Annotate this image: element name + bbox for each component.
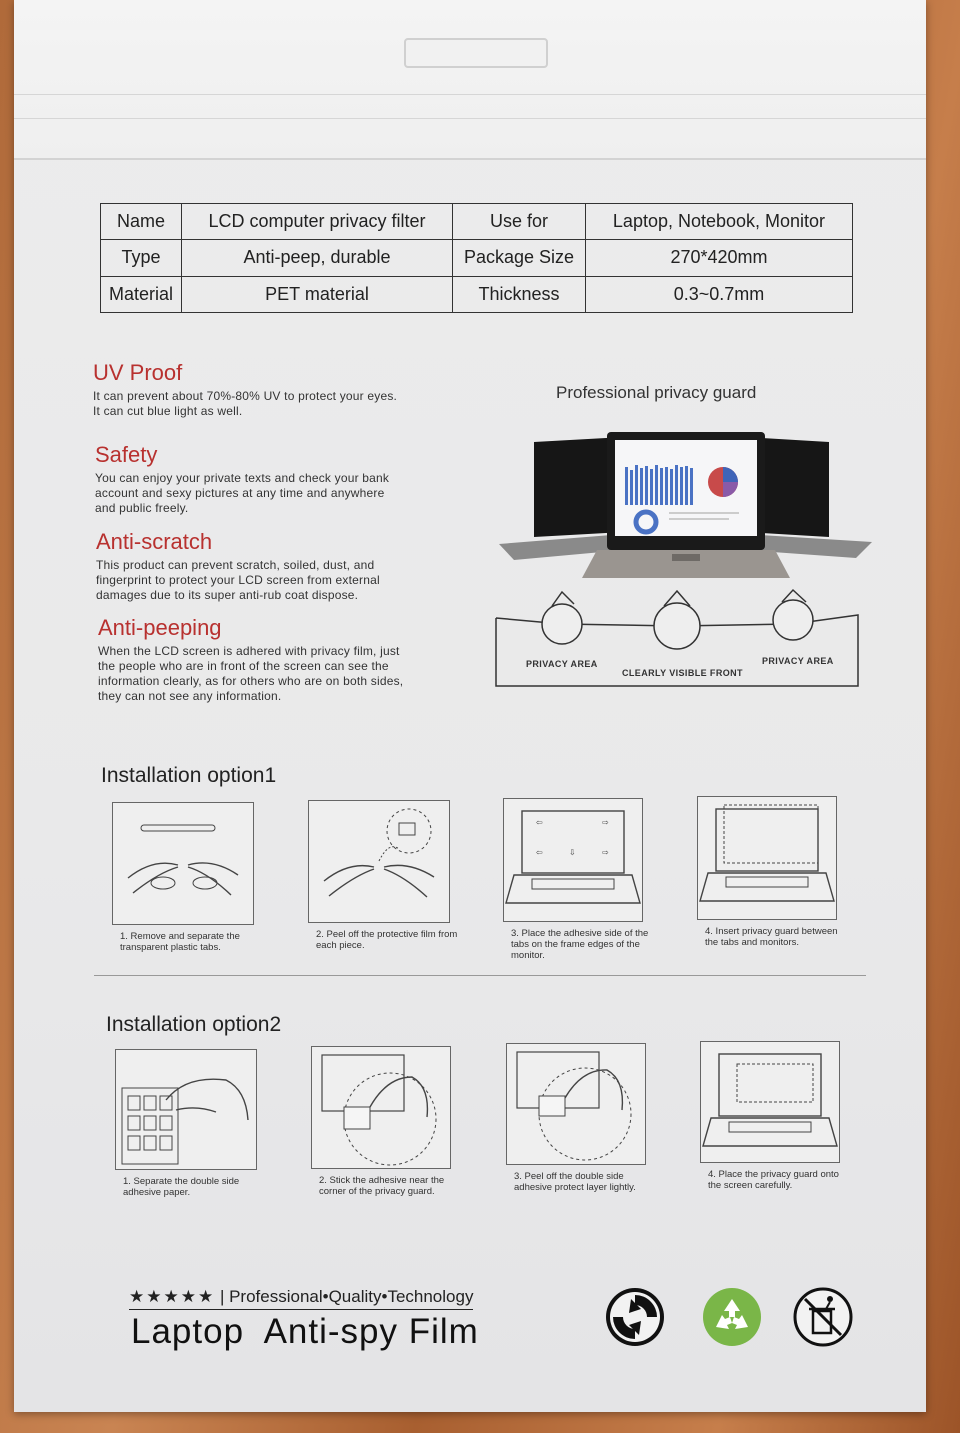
svg-text:⇦: ⇦ bbox=[536, 818, 543, 827]
option1-step-3: ⇦ ⇨ ⇦ ⇨ ⇩ 3. Place the adhesive side of th… bbox=[503, 798, 663, 961]
spec-name-label: Name bbox=[100, 202, 182, 241]
step-caption: 2. Peel off the protective film from eac… bbox=[316, 929, 458, 951]
trash-bin-icon bbox=[793, 1287, 853, 1347]
spec-use-label: Use for bbox=[452, 202, 586, 241]
installation-option2-title: Installation option2 bbox=[106, 1013, 282, 1036]
step-illustration bbox=[700, 1041, 840, 1163]
option2-step-1: 1. Separate the double side adhesive pap… bbox=[115, 1049, 275, 1198]
step-illustration bbox=[697, 796, 837, 920]
feature-safety: Safety You can enjoy your private texts … bbox=[95, 442, 389, 516]
viewing-angle-diagram bbox=[495, 588, 859, 687]
tagline-text: | Professional•Quality•Technology bbox=[219, 1287, 474, 1306]
svg-text:⇩: ⇩ bbox=[569, 848, 576, 857]
step-illustration: ⇦ ⇨ ⇦ ⇨ ⇩ bbox=[503, 798, 643, 922]
clearly-visible-front-label: CLEARLY VISIBLE FRONT bbox=[622, 668, 743, 678]
product-name: Laptop Anti-spy Film bbox=[131, 1312, 479, 1351]
option1-step-4: 4. Insert privacy guard between the tabs… bbox=[697, 796, 857, 948]
installation-option1-title: Installation option1 bbox=[101, 764, 277, 787]
option1-step-2: 2. Peel off the protective film from eac… bbox=[308, 800, 468, 951]
feature-text: When the LCD screen is adhered with priv… bbox=[98, 644, 404, 703]
feature-uv-proof: UV Proof It can prevent about 70%-80% UV… bbox=[93, 360, 397, 419]
spec-size-value: 270*420mm bbox=[585, 239, 853, 277]
feature-anti-scratch: Anti-scratch This product can prevent sc… bbox=[96, 529, 380, 603]
privacy-area-right-label: PRIVACY AREA bbox=[762, 656, 834, 666]
option2-step-2: 2. Stick the adhesive near the corner of… bbox=[311, 1046, 471, 1197]
svg-text:⇦: ⇦ bbox=[536, 848, 543, 857]
hang-hole bbox=[404, 38, 548, 68]
spec-use-value: Laptop, Notebook, Monitor bbox=[585, 202, 853, 241]
step-illustration bbox=[506, 1043, 646, 1165]
spec-size-label: Package Size bbox=[452, 239, 586, 277]
feature-text: It can prevent about 70%-80% UV to prote… bbox=[93, 389, 398, 418]
spec-material-label: Material bbox=[100, 275, 182, 314]
feature-title: Safety bbox=[95, 442, 158, 467]
laptops-illustration bbox=[499, 432, 872, 578]
step-caption: 4. Place the privacy guard onto the scre… bbox=[708, 1169, 839, 1191]
spec-material-value: PET material bbox=[181, 275, 453, 314]
feature-anti-peeping: Anti-peeping When the LCD screen is adhe… bbox=[98, 615, 403, 704]
privacy-area-left-label: PRIVACY AREA bbox=[526, 659, 598, 669]
step-illustration bbox=[115, 1049, 257, 1170]
table-row: Name LCD computer privacy filter Use for… bbox=[100, 202, 853, 241]
svg-text:⇨: ⇨ bbox=[602, 818, 609, 827]
option2-step-3: 3. Peel off the double side adhesive pro… bbox=[506, 1043, 666, 1193]
step-illustration bbox=[308, 800, 450, 923]
hang-flap bbox=[14, 0, 926, 160]
brand-tagline: ★★★★★ | Professional•Quality•Technology bbox=[129, 1287, 474, 1310]
option1-step-1: 1. Remove and separate the transparent p… bbox=[112, 802, 272, 953]
green-dot-icon bbox=[606, 1288, 664, 1346]
table-row: Material PET material Thickness 0.3~0.7m… bbox=[100, 275, 853, 314]
step-illustration bbox=[311, 1046, 451, 1169]
svg-text:⇨: ⇨ bbox=[602, 848, 609, 857]
step-caption: 2. Stick the adhesive near the corner of… bbox=[319, 1175, 445, 1197]
section-divider bbox=[94, 975, 866, 976]
step-caption: 4. Insert privacy guard between the tabs… bbox=[705, 926, 838, 948]
spec-type-value: Anti-peep, durable bbox=[181, 239, 453, 277]
package-back: Name LCD computer privacy filter Use for… bbox=[14, 0, 926, 1412]
feature-title: Anti-peeping bbox=[98, 615, 222, 640]
spec-type-label: Type bbox=[100, 239, 182, 277]
spec-thickness-label: Thickness bbox=[452, 275, 586, 314]
privacy-guard-title: Professional privacy guard bbox=[556, 383, 757, 402]
rating-stars: ★★★★★ bbox=[129, 1287, 216, 1306]
step-illustration bbox=[112, 802, 254, 925]
spec-table: Name LCD computer privacy filter Use for… bbox=[100, 202, 853, 314]
option2-step-4: 4. Place the privacy guard onto the scre… bbox=[700, 1041, 860, 1191]
feature-text: You can enjoy your private texts and che… bbox=[95, 471, 390, 515]
feature-title: UV Proof bbox=[93, 360, 183, 385]
spec-thickness-value: 0.3~0.7mm bbox=[585, 275, 853, 314]
step-caption: 3. Place the adhesive side of the tabs o… bbox=[511, 928, 649, 961]
step-caption: 1. Remove and separate the transparent p… bbox=[120, 931, 240, 953]
table-row: Type Anti-peep, durable Package Size 270… bbox=[100, 239, 853, 277]
feature-title: Anti-scratch bbox=[96, 529, 213, 554]
step-caption: 1. Separate the double side adhesive pap… bbox=[123, 1176, 240, 1198]
recycle-icon bbox=[703, 1288, 761, 1346]
feature-text: This product can prevent scratch, soiled… bbox=[96, 558, 380, 602]
spec-name-value: LCD computer privacy filter bbox=[181, 202, 453, 241]
step-caption: 3. Peel off the double side adhesive pro… bbox=[514, 1171, 636, 1193]
